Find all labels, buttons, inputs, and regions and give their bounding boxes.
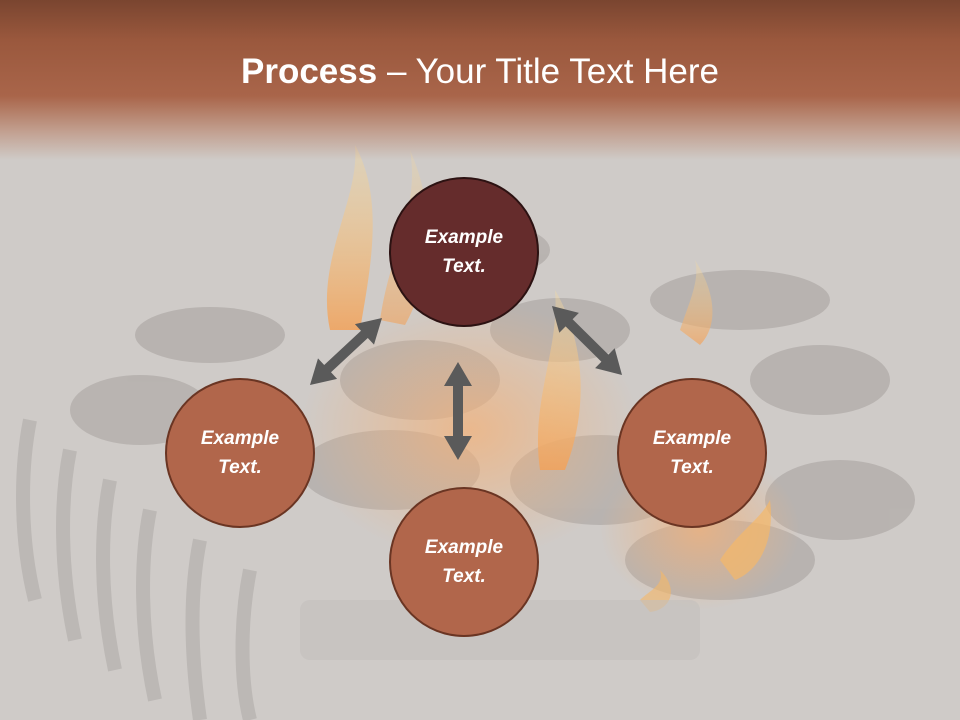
title-header-band [0,0,960,160]
double-arrow-vertical-center [444,362,472,460]
double-arrow-right-top [552,306,622,375]
double-arrow-left-top [310,318,382,385]
node-left-line2: Text. [218,457,262,478]
node-bottom-line1: Example [424,537,504,558]
node-top-line1: Example [424,227,504,248]
process-node-left[interactable]: Example Text. [165,378,315,528]
node-right-line2: Text. [670,457,714,478]
process-node-bottom[interactable]: Example Text. [389,487,539,637]
process-node-top[interactable]: Example Text. [389,177,539,327]
node-bottom-line2: Text. [442,566,486,587]
node-right-line1: Example [652,428,732,449]
title-bold-text: Process [241,52,378,91]
node-left-line1: Example [200,428,280,449]
process-node-right[interactable]: Example Text. [617,378,767,528]
title-rest-text: – Your Title Text Here [377,52,719,91]
slide-title: Process – Your Title Text Here [0,52,960,92]
node-top-line2: Text. [442,256,486,277]
